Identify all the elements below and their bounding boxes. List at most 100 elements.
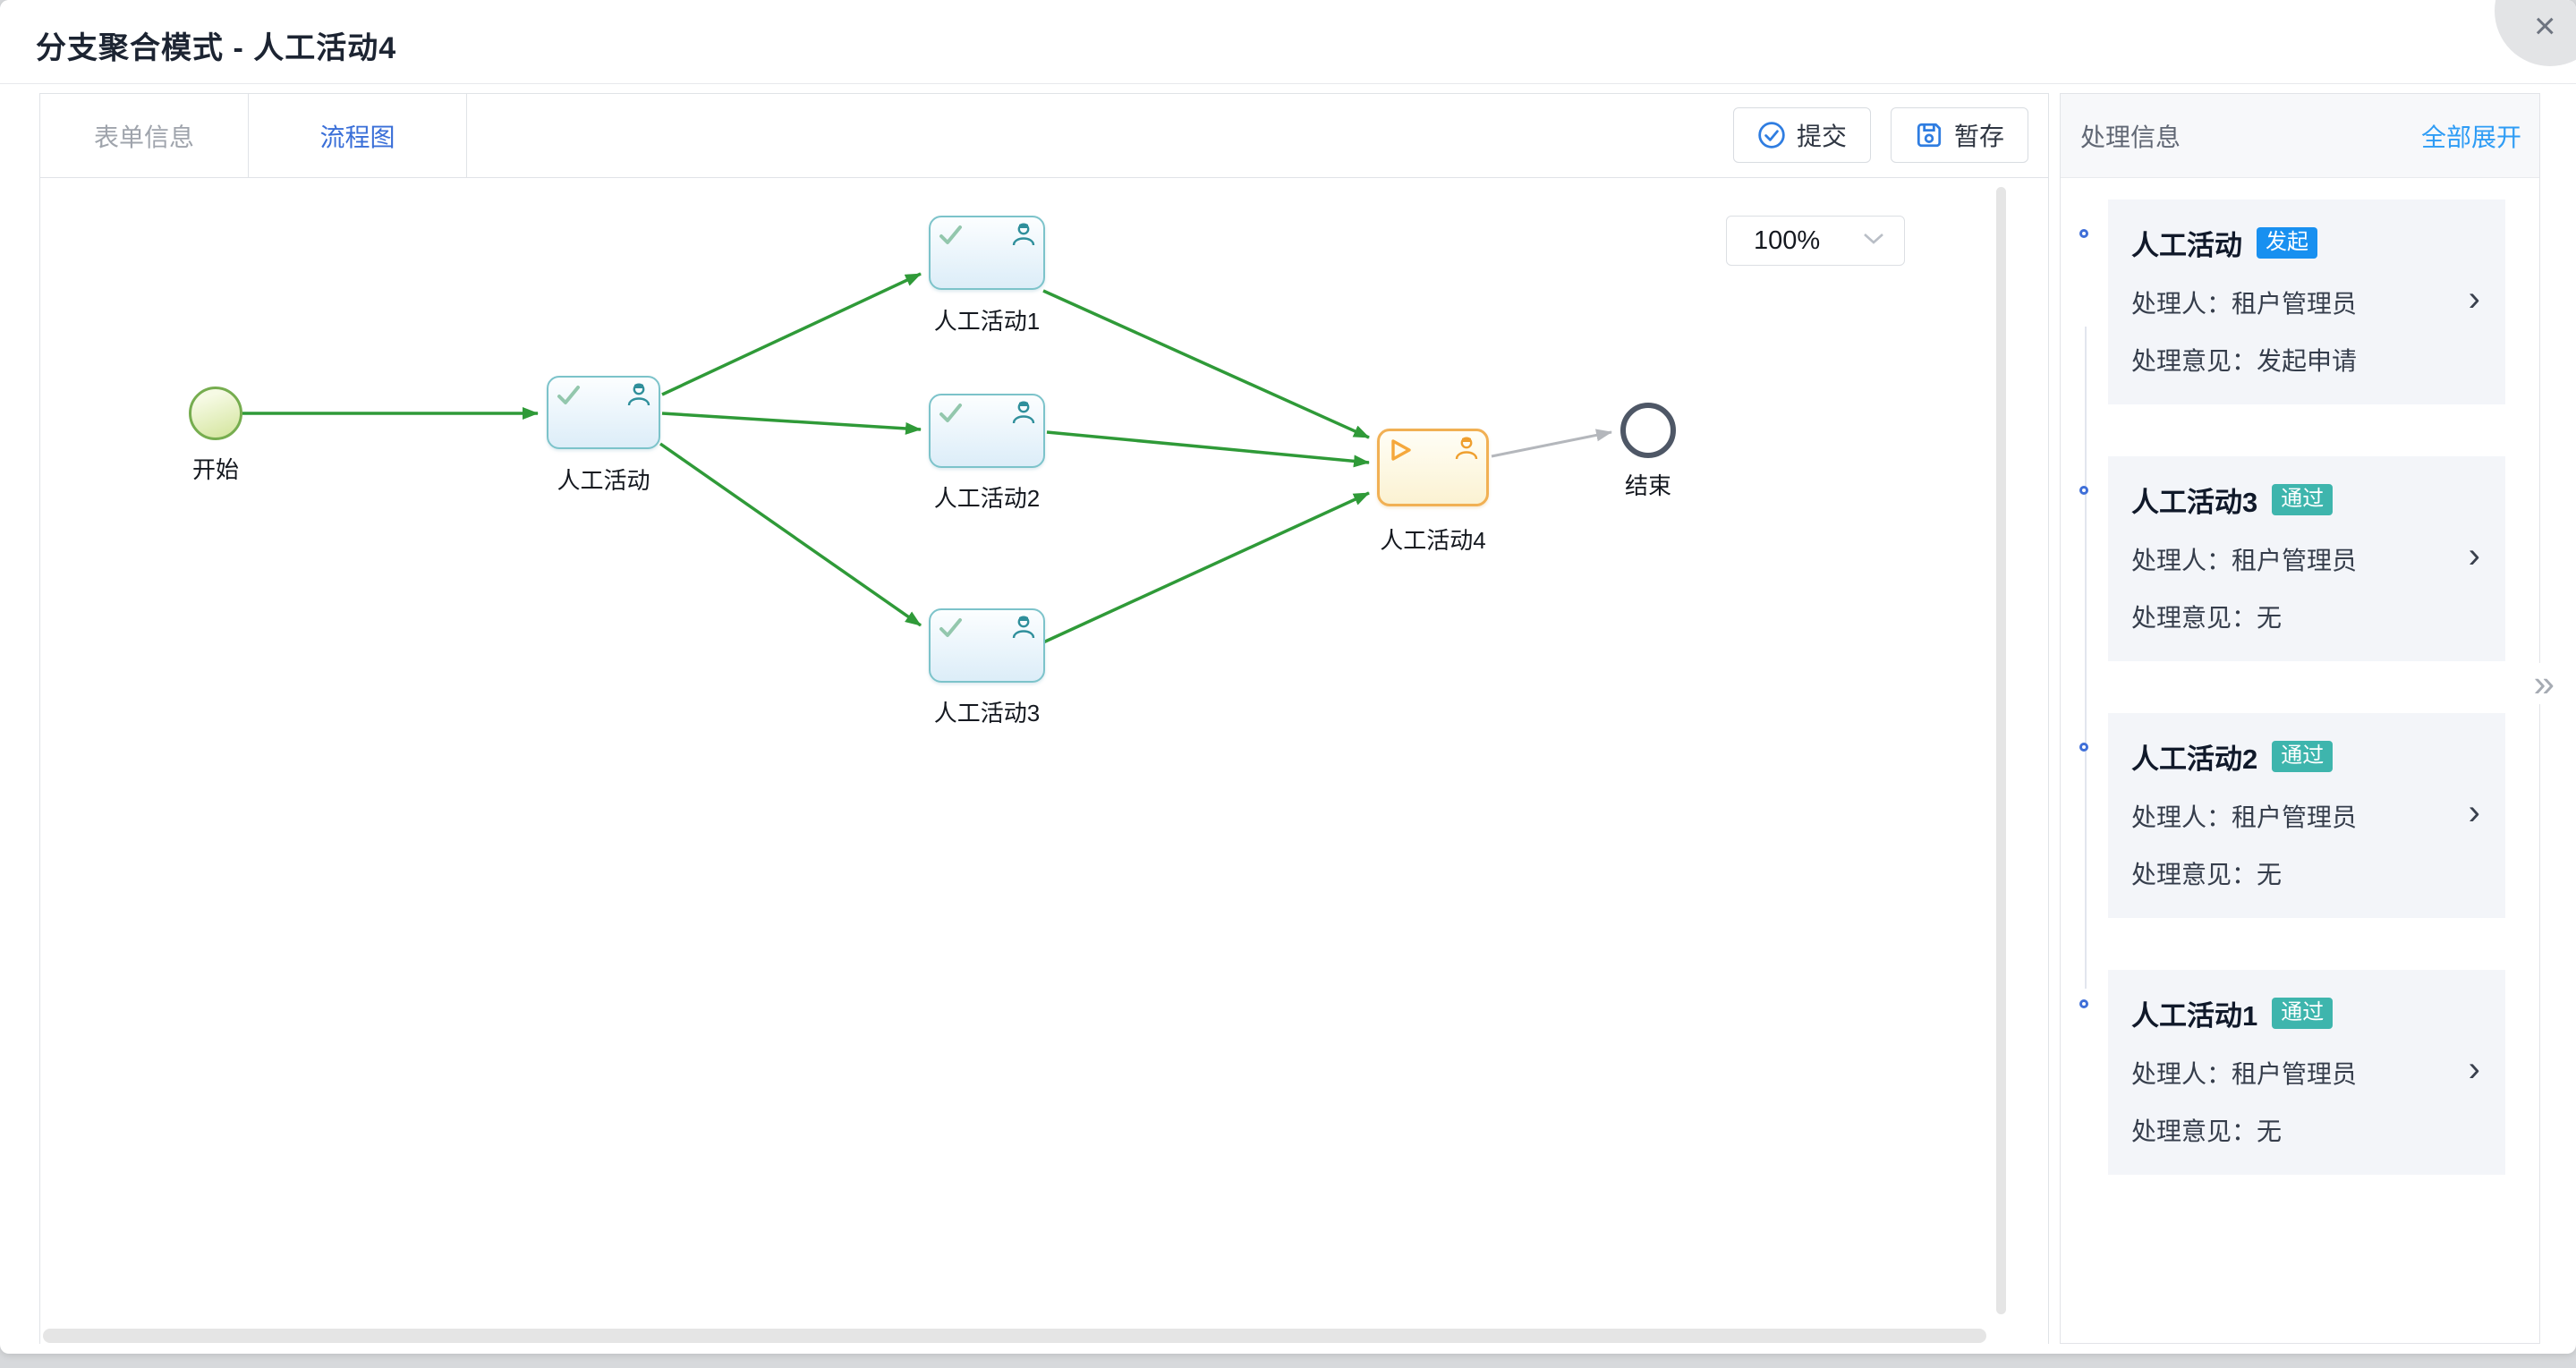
- node-task2[interactable]: [929, 394, 1045, 468]
- handler-label: 处理人：: [2131, 547, 2232, 574]
- timeline-dot: [2079, 229, 2088, 238]
- chevron-right-icon[interactable]: ›: [2468, 1049, 2480, 1089]
- opinion-value: 无: [2257, 604, 2283, 632]
- chevron-down-icon: [1863, 233, 1884, 250]
- close-icon: ×: [2534, 4, 2556, 47]
- node-end[interactable]: [1620, 403, 1676, 458]
- handler-row: 处理人：租户管理员 ›: [2131, 536, 2482, 577]
- tab-form-info[interactable]: 表单信息: [40, 94, 249, 177]
- chevron-right-icon[interactable]: ›: [2468, 793, 2480, 832]
- node-task4-label: 人工活动4: [1380, 527, 1486, 554]
- page-title: 分支聚合模式 - 人工活动4: [36, 31, 397, 65]
- node-task1[interactable]: [929, 216, 1045, 290]
- opinion-row: 处理意见：无: [2131, 599, 2482, 634]
- handler-value: 租户管理员: [2232, 290, 2358, 318]
- check-icon: [938, 224, 965, 251]
- opinion-row: 处理意见：无: [2131, 855, 2482, 891]
- tab-flow-diagram-label: 流程图: [319, 123, 395, 151]
- opinion-label: 处理意见：: [2131, 1117, 2257, 1145]
- process-info-panel: 处理信息 全部展开 人工活动 发起 处理人：租户管理员 › 处理意见：: [2060, 93, 2555, 1344]
- node-task3[interactable]: [929, 608, 1045, 683]
- node-task3-label: 人工活动3: [933, 700, 1041, 726]
- panel-header: 处理信息 全部展开: [2061, 94, 2539, 178]
- check-icon: [938, 616, 965, 644]
- timeline-card[interactable]: 人工活动2 通过 处理人：租户管理员 › 处理意见：无: [2108, 713, 2505, 918]
- chevron-right-icon[interactable]: ›: [2468, 536, 2480, 575]
- timeline-card[interactable]: 人工活动3 通过 处理人：租户管理员 › 处理意见：无: [2108, 456, 2505, 661]
- timeline-card[interactable]: 人工活动 发起 处理人：租户管理员 › 处理意见：发起申请: [2108, 200, 2505, 404]
- timeline-item: 人工活动3 通过 处理人：租户管理员 › 处理意见：无: [2079, 456, 2505, 661]
- status-badge: 通过: [2272, 998, 2334, 1029]
- timeline-dot: [2079, 999, 2088, 1008]
- node-task2-label: 人工活动2: [933, 485, 1041, 512]
- tab-bar: 表单信息 流程图 提交: [40, 94, 2048, 178]
- opinion-row: 处理意见：无: [2131, 1112, 2482, 1148]
- opinion-value: 发起申请: [2257, 347, 2358, 375]
- user-icon: [1010, 221, 1037, 252]
- submit-button-label: 提交: [1796, 123, 1847, 150]
- check-icon: [556, 384, 582, 412]
- opinion-value: 无: [2257, 861, 2283, 888]
- check-circle-icon: [1757, 121, 1786, 149]
- flow-edges-svg: [242, 272, 1612, 644]
- expand-all-link[interactable]: 全部展开: [2420, 123, 2521, 151]
- panel-title: 处理信息: [2080, 123, 2181, 151]
- activity-name: 人工活动2: [2131, 743, 2258, 775]
- node-task0[interactable]: [547, 376, 660, 449]
- zoom-value: 100%: [1754, 225, 1821, 255]
- timeline-dot: [2079, 486, 2088, 495]
- status-badge: 通过: [2272, 741, 2334, 772]
- save-draft-button-label: 暂存: [1953, 123, 2004, 150]
- node-end-label: 结束: [1624, 472, 1671, 499]
- play-icon: [1387, 438, 1414, 467]
- timeline-line: [2085, 327, 2087, 989]
- vertical-scrollbar[interactable]: [1996, 187, 2006, 1314]
- opinion-row: 处理意见：发起申请: [2131, 342, 2482, 378]
- panel-collapse-icon[interactable]: »: [2533, 662, 2555, 704]
- zoom-dropdown[interactable]: 100%: [1726, 216, 1905, 266]
- save-icon: [1915, 121, 1943, 149]
- handler-row: 处理人：租户管理员 ›: [2131, 1049, 2482, 1091]
- status-badge: 通过: [2272, 484, 2334, 515]
- main-content-box: 表单信息 流程图 提交: [39, 93, 2049, 1344]
- tab-form-info-label: 表单信息: [93, 123, 194, 151]
- submit-button[interactable]: 提交: [1732, 107, 1871, 163]
- node-task4-current[interactable]: [1377, 429, 1489, 506]
- handler-value: 租户管理员: [2232, 547, 2358, 574]
- timeline-item: 人工活动 发起 处理人：租户管理员 › 处理意见：发起申请: [2079, 200, 2505, 404]
- timeline-item: 人工活动2 通过 处理人：租户管理员 › 处理意见：无: [2079, 713, 2505, 918]
- opinion-value: 无: [2257, 1117, 2283, 1145]
- opinion-label: 处理意见：: [2131, 861, 2257, 888]
- flow-canvas[interactable]: 100%: [40, 178, 2048, 1344]
- horizontal-scrollbar[interactable]: [43, 1329, 1986, 1343]
- handler-label: 处理人：: [2131, 1060, 2232, 1088]
- activity-name: 人工活动: [2131, 230, 2242, 261]
- timeline-item: 人工活动1 通过 处理人：租户管理员 › 处理意见：无: [2079, 970, 2505, 1175]
- user-icon: [1453, 435, 1480, 466]
- handler-value: 租户管理员: [2232, 803, 2358, 831]
- save-draft-button[interactable]: 暂存: [1890, 107, 2028, 163]
- handler-row: 处理人：租户管理员 ›: [2131, 793, 2482, 834]
- tab-flow-diagram[interactable]: 流程图: [249, 94, 467, 177]
- opinion-label: 处理意见：: [2131, 604, 2257, 632]
- opinion-label: 处理意见：: [2131, 347, 2257, 375]
- chevron-right-icon[interactable]: ›: [2468, 279, 2480, 319]
- node-task0-label: 人工活动: [557, 467, 650, 494]
- status-badge: 发起: [2257, 227, 2317, 259]
- node-start-label: 开始: [191, 456, 239, 483]
- node-start[interactable]: [189, 387, 242, 440]
- timeline-card[interactable]: 人工活动1 通过 处理人：租户管理员 › 处理意见：无: [2108, 970, 2505, 1175]
- user-icon: [1010, 399, 1037, 430]
- handler-label: 处理人：: [2131, 803, 2232, 831]
- node-task1-label: 人工活动1: [933, 308, 1041, 335]
- process-timeline: 人工活动 发起 处理人：租户管理员 › 处理意见：发起申请 人工: [2061, 178, 2539, 1175]
- handler-label: 处理人：: [2131, 290, 2232, 318]
- handler-value: 租户管理员: [2232, 1060, 2358, 1088]
- handler-row: 处理人：租户管理员 ›: [2131, 279, 2482, 320]
- timeline-dot: [2079, 743, 2088, 752]
- check-icon: [938, 402, 965, 429]
- toolbar-actions: 提交 暂存: [1732, 107, 2028, 163]
- dialog-header: 分支聚合模式 - 人工活动4: [0, 0, 2576, 84]
- user-icon: [1010, 614, 1037, 645]
